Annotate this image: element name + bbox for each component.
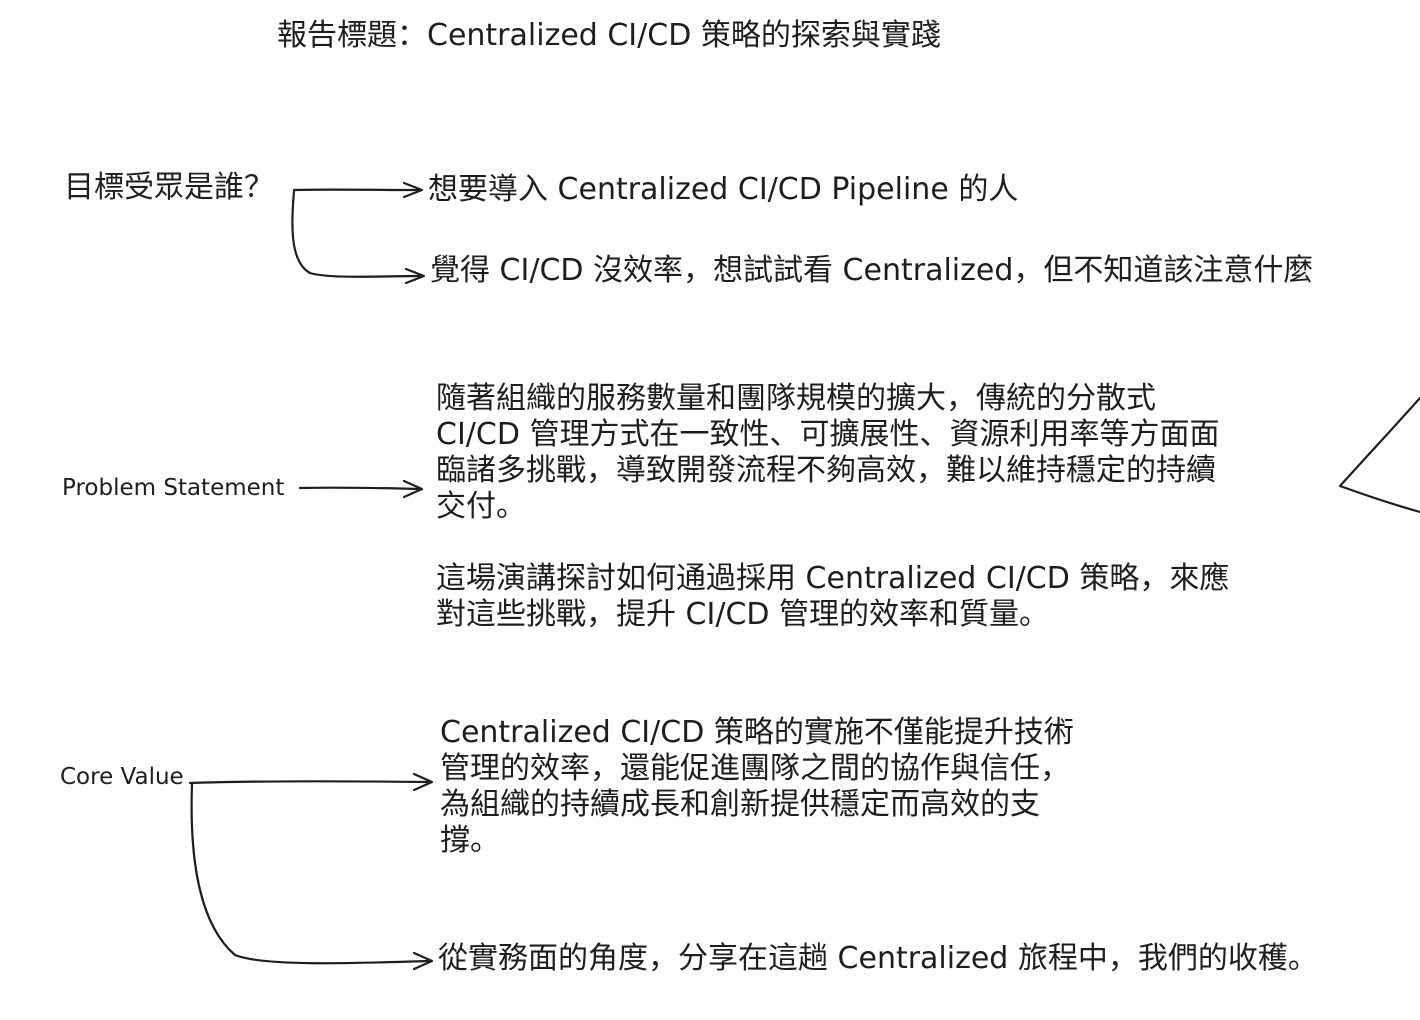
- core-value-paragraph-line: 管理的效率，還能促進團隊之間的協作與信任，: [440, 751, 1070, 786]
- audience-label: 目標受眾是誰？: [64, 170, 274, 205]
- problem-paragraph-1: 隨著組織的服務數量和團隊規模的擴大，傳統的分散式 CI/CD 管理方式在一致性、…: [436, 381, 1336, 525]
- arrowhead-problem-statement: [402, 479, 424, 499]
- problem-paragraph-2-line: 這場演講探討如何通過採用 Centralized CI/CD 策略，來應: [436, 561, 1230, 596]
- problem-paragraph-2-line: 對這些挑戰，提升 CI/CD 管理的效率和質量。: [436, 597, 1050, 632]
- core-value-paragraph-line: 撐。: [440, 823, 500, 858]
- arrow-core-value: [188, 780, 430, 785]
- core-value-second: 從實務面的角度，分享在這趟 Centralized 旅程中，我們的收穫。: [438, 941, 1318, 976]
- arrow-audience-item-2: [291, 189, 422, 278]
- arrow-problem-statement: [298, 486, 422, 491]
- arrowhead-core-value-second: [412, 951, 434, 971]
- problem-paragraph-2: 這場演講探討如何通過採用 Centralized CI/CD 策略，來應 對這些…: [436, 561, 1336, 633]
- report-title: 報告標題：Centralized CI/CD 策略的探索與實踐: [277, 18, 941, 53]
- problem-statement-label: Problem Statement: [62, 475, 285, 501]
- core-value-label: Core Value: [60, 764, 184, 790]
- problem-paragraph-1-line: 交付。: [436, 489, 526, 524]
- core-value-paragraph-line: 為組織的持續成長和創新提供穩定而高效的支: [440, 787, 1040, 822]
- arrow-core-value-second: [190, 782, 430, 965]
- core-value-paragraph-line: Centralized CI/CD 策略的實施不僅能提升技術: [440, 715, 1074, 750]
- partial-shape-right-edge: [1338, 396, 1420, 514]
- arrowhead-core-value: [412, 772, 434, 792]
- arrowhead-audience-item-2: [404, 267, 426, 285]
- core-value-paragraph: Centralized CI/CD 策略的實施不僅能提升技術 管理的效率，還能促…: [440, 715, 1200, 859]
- arrowhead-audience-item-1: [402, 181, 424, 199]
- problem-paragraph-1-line: CI/CD 管理方式在一致性、可擴展性、資源利用率等方面面: [436, 417, 1220, 452]
- audience-item-2: 覺得 CI/CD 沒效率，想試試看 Centralized，但不知道該注意什麼: [430, 253, 1314, 288]
- audience-item-1: 想要導入 Centralized CI/CD Pipeline 的人: [428, 172, 1019, 207]
- problem-paragraph-1-line: 臨諸多挑戰，導致開發流程不夠高效，難以維持穩定的持續: [436, 453, 1216, 488]
- problem-paragraph-1-line: 隨著組織的服務數量和團隊規模的擴大，傳統的分散式: [436, 381, 1156, 416]
